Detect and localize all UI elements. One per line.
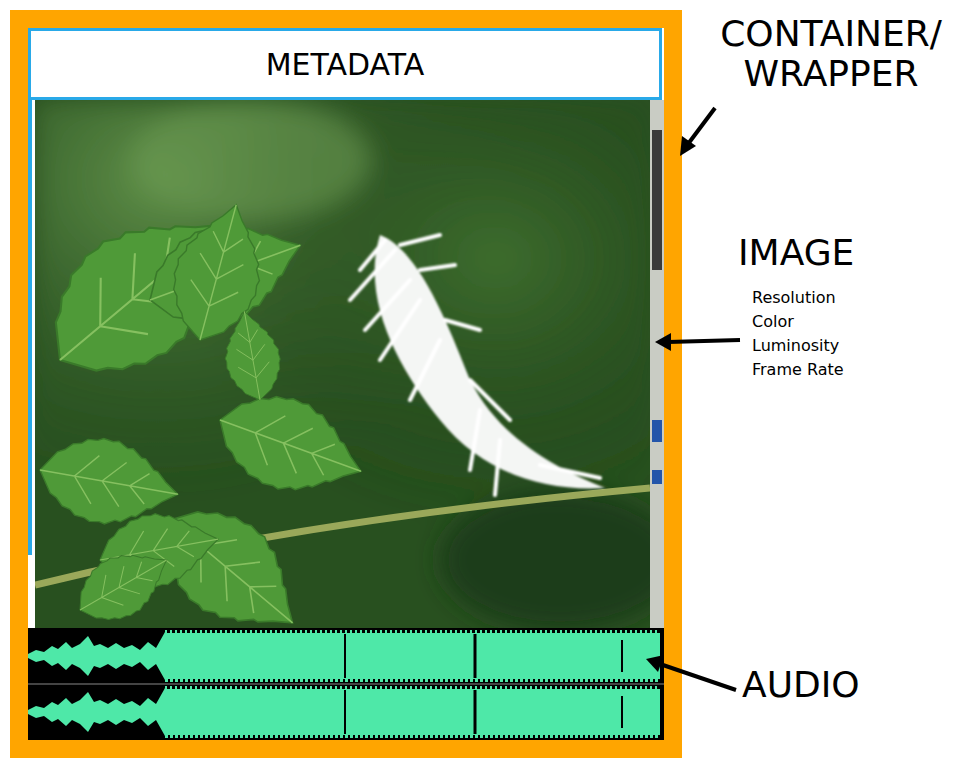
metadata-title: METADATA xyxy=(266,47,425,82)
container-label: CONTAINER/ WRAPPER xyxy=(700,14,962,93)
metadata-bar: METADATA xyxy=(28,28,662,100)
image-label: IMAGE xyxy=(738,232,878,273)
audio-label: AUDIO xyxy=(742,664,902,705)
image-property: Frame Rate xyxy=(752,360,942,381)
audio-waveform xyxy=(28,628,664,740)
container-border xyxy=(19,19,673,749)
image-property: Luminosity xyxy=(752,336,942,357)
image-property: Resolution xyxy=(752,288,942,309)
leader-arrow xyxy=(646,108,740,690)
image-photo xyxy=(35,100,650,628)
image-property: Color xyxy=(752,312,942,333)
